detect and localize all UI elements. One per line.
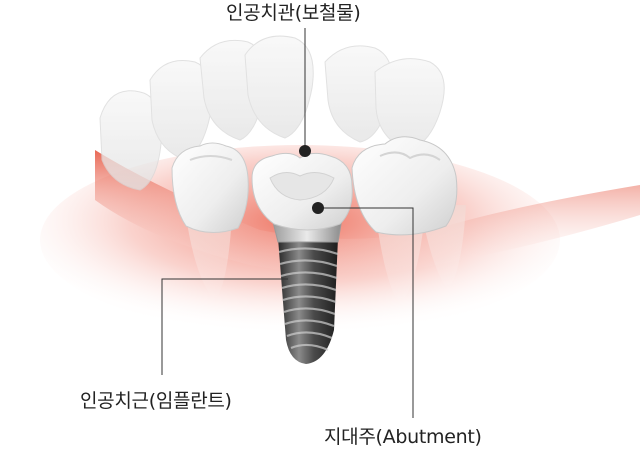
dot-crown: [299, 145, 311, 157]
natural-tooth-right: [351, 136, 458, 236]
label-crown: 인공치관(보철물): [226, 2, 361, 24]
leader-lines: [161, 28, 414, 418]
back-teeth: [99, 35, 445, 191]
implant-crown: [251, 152, 353, 231]
implant-fixture: [278, 238, 339, 364]
natural-tooth-left: [171, 142, 249, 233]
dot-abutment: [312, 202, 324, 214]
leader-dots: [299, 145, 324, 214]
label-fixture: 인공치근(임플란트): [80, 390, 232, 412]
label-abutment: 지대주(Abutment): [324, 426, 482, 448]
leader-fixture: [161, 278, 288, 375]
leader-abutment: [318, 207, 414, 418]
